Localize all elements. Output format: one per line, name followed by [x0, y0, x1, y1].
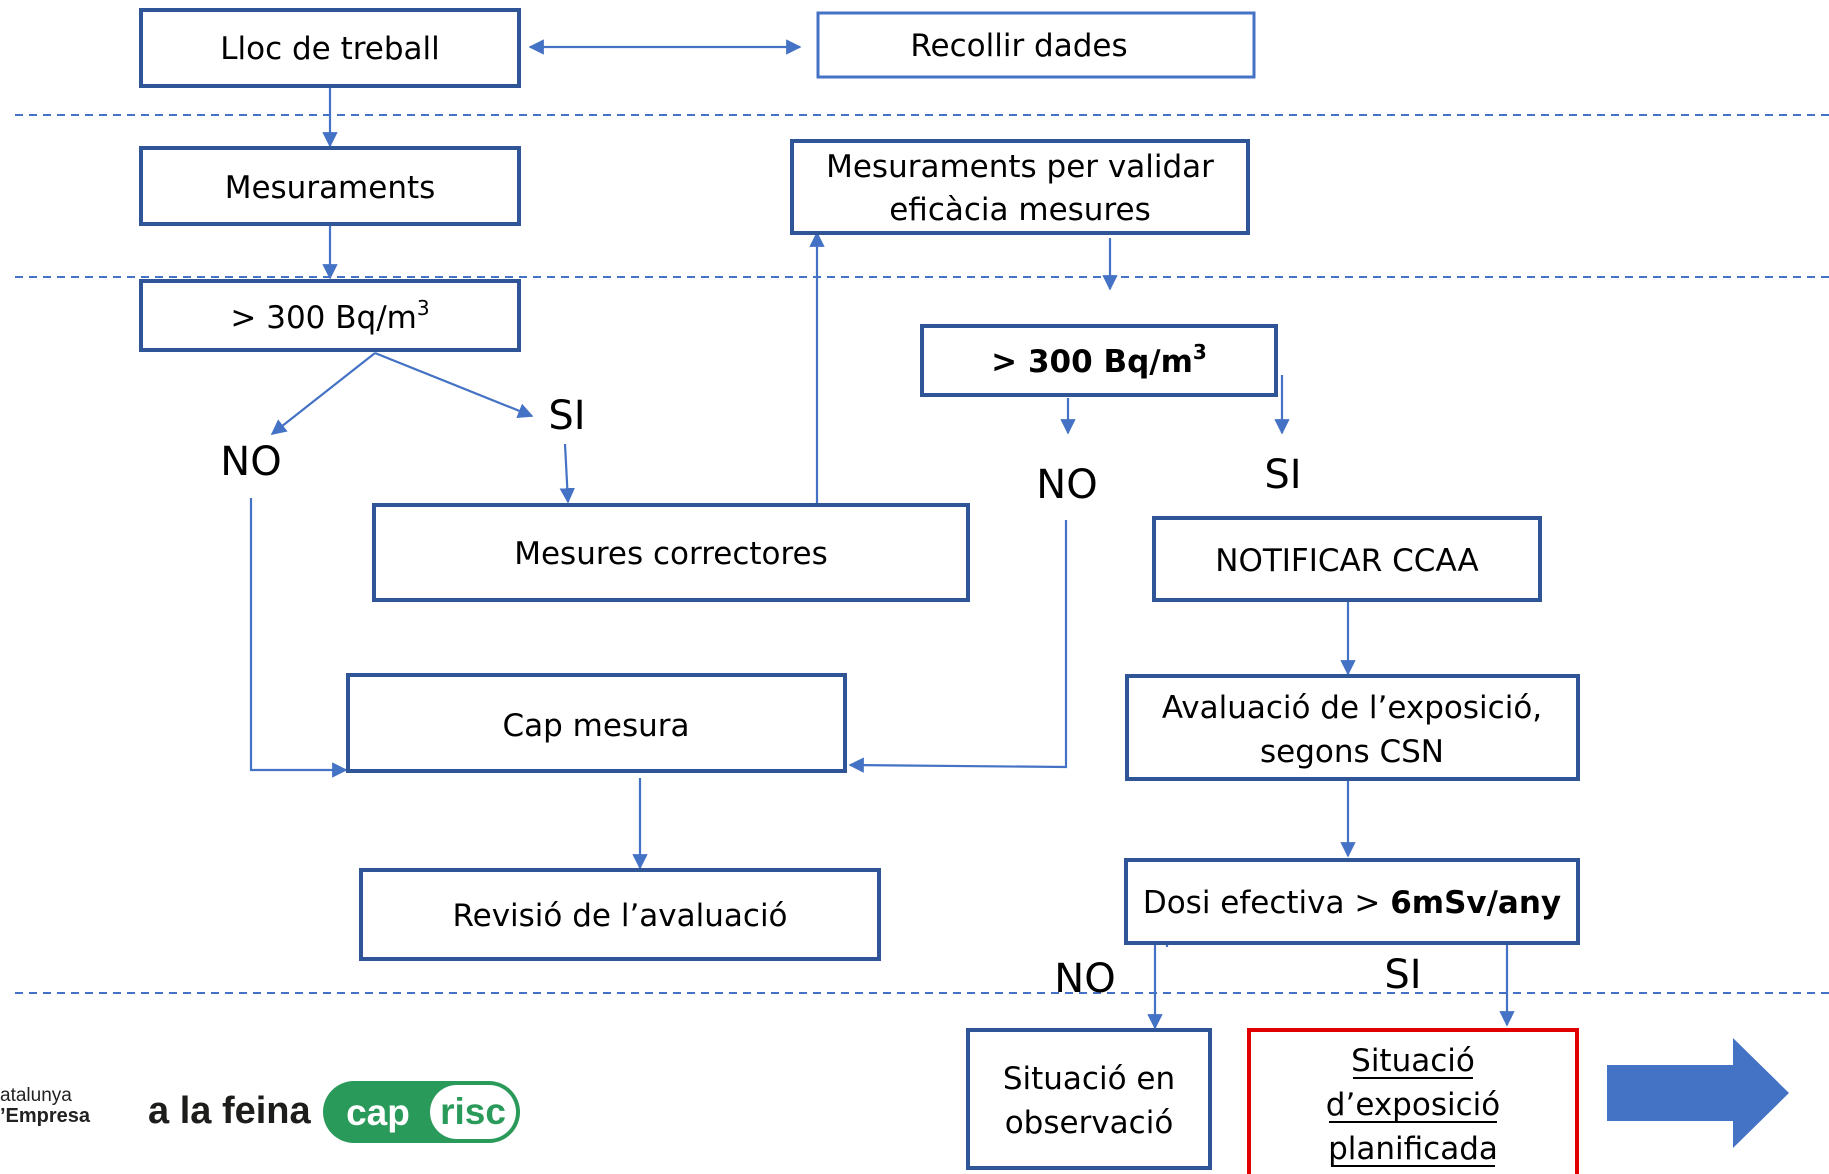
node-threshold-left-label: > 300 Bq/m3 [230, 296, 429, 336]
node-threshold-right-label: > 300 Bq/m3 [991, 340, 1207, 380]
branch-label-no-dosi: NO [1054, 956, 1115, 1002]
connector-no-capmesura [249, 498, 348, 778]
branch-label-si-left: SI [548, 393, 585, 439]
node-avaluacio-line1: Avaluació de l’exposició, [1162, 690, 1542, 726]
node-notificar-ccaa-label: NOTIFICAR CCAA [1215, 543, 1478, 579]
node-mesuraments: Mesuraments [139, 146, 521, 226]
logo-cap: cap [346, 1092, 410, 1133]
node-situacio-planificada: Situació d’exposició planificada [1247, 1028, 1579, 1174]
node-avaluacio-exposicio: Avaluació de l’exposició, segons CSN [1125, 674, 1580, 781]
node-dosi-label: Dosi efectiva > 6mSv/any [1143, 885, 1561, 921]
node-recollir-dades-label: Recollir dades [910, 28, 1127, 64]
node-situacio-planificada-line3: planificada [1328, 1131, 1498, 1167]
node-avaluacio-line2: segons CSN [1260, 734, 1444, 770]
branch-label-no-left: NO [220, 439, 281, 485]
logo: atalunya ’Empresa a la feina cap risc [0, 1081, 520, 1143]
node-revisio-avaluacio: Revisió de l’avaluació [359, 868, 881, 961]
node-situacio-planificada-line2: d’exposició [1326, 1087, 1500, 1123]
node-dosi-efectiva: Dosi efectiva > 6mSv/any [1124, 858, 1580, 945]
node-cap-mesura-label: Cap mesura [503, 708, 690, 744]
logo-line1: atalunya [0, 1085, 72, 1106]
connector-threshold-si [374, 351, 534, 418]
connector-si-correctores [559, 443, 575, 504]
node-situacio-planificada-line1: Situació [1351, 1043, 1475, 1079]
node-lloc-de-treball-label: Lloc de treball [220, 31, 440, 67]
connector-no-right-capmesura [848, 520, 1068, 773]
node-mesures-correctores: Mesures correctores [372, 503, 970, 602]
node-recollir-dades: Recollir dades [816, 11, 1256, 79]
node-mesures-correctores-label: Mesures correctores [514, 536, 828, 572]
node-situacio-observacio-line2: observació [1005, 1105, 1174, 1141]
node-mesuraments-validar-line1: Mesuraments per validar [826, 149, 1214, 185]
node-mesuraments-validar-line2: eficàcia mesures [889, 192, 1151, 228]
node-threshold-left: > 300 Bq/m3 [139, 279, 521, 352]
next-arrow-icon[interactable] [1607, 1038, 1789, 1148]
logo-risc: risc [440, 1091, 506, 1132]
logo-line2: ’Empresa [0, 1105, 91, 1127]
connectors [249, 39, 1515, 1030]
logo-slogan: a la feina [148, 1090, 311, 1132]
branch-label-si-right: SI [1264, 452, 1301, 498]
connector-threshold-no [270, 352, 376, 435]
branch-label-si-dosi: SI [1384, 952, 1421, 998]
node-revisio-label: Revisió de l’avaluació [452, 898, 787, 934]
node-situacio-observacio: Situació en observació [966, 1028, 1212, 1170]
node-situacio-observacio-line1: Situació en [1003, 1061, 1175, 1097]
node-mesuraments-label: Mesuraments [225, 170, 436, 206]
node-cap-mesura: Cap mesura [346, 673, 847, 773]
branch-label-no-right: NO [1036, 462, 1097, 508]
node-threshold-right: > 300 Bq/m3 [920, 324, 1278, 397]
node-lloc-de-treball: Lloc de treball [139, 8, 521, 88]
logo-badge-inner [430, 1085, 516, 1139]
node-mesuraments-validar: Mesuraments per validar eficàcia mesures [790, 139, 1250, 235]
node-notificar-ccaa: NOTIFICAR CCAA [1152, 516, 1542, 602]
